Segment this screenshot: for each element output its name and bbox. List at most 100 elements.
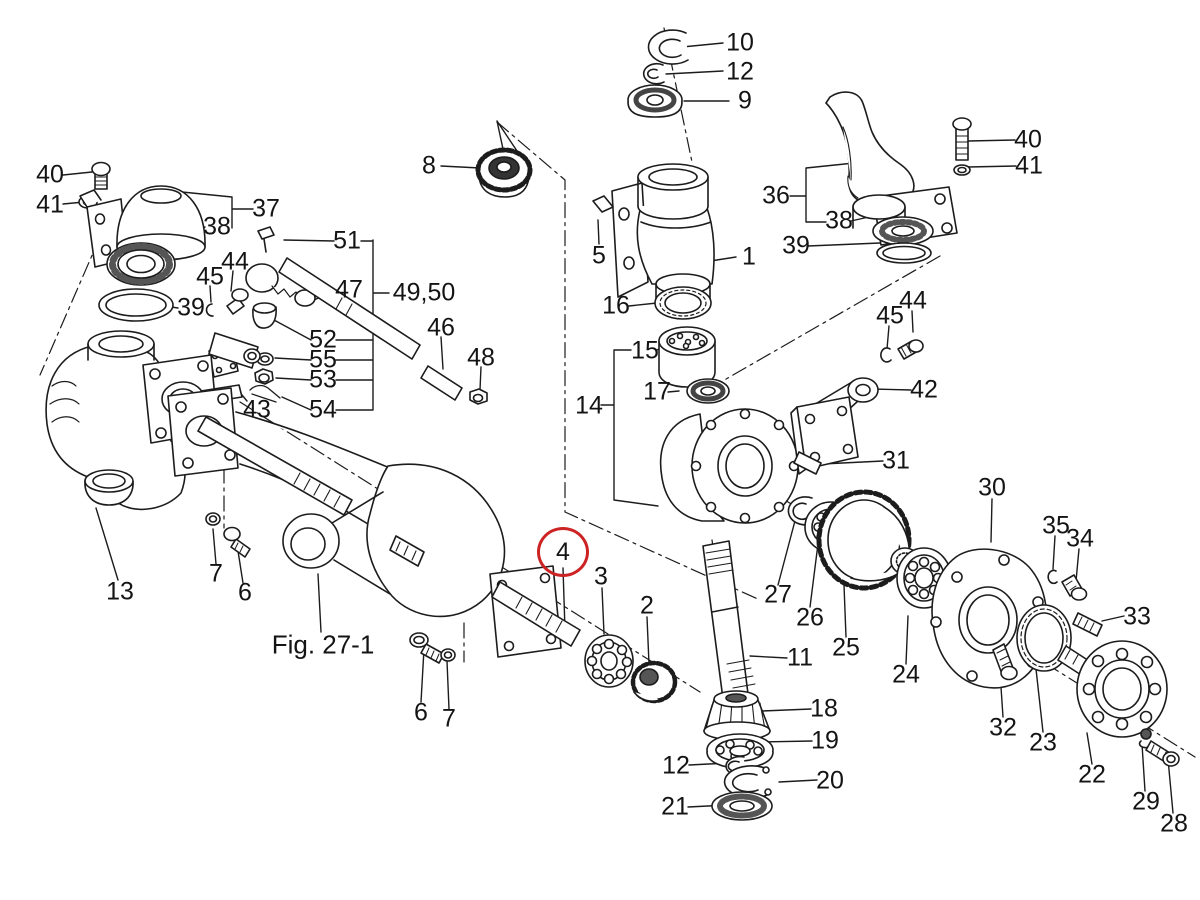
part-snap-ring-10	[647, 29, 689, 65]
part-housing-13	[45, 330, 243, 511]
part-washer-45-right	[880, 347, 892, 363]
callout-38: 38	[203, 212, 231, 241]
part-pin-5	[592, 195, 614, 213]
callout-12: 12	[662, 751, 690, 780]
callout-39: 39	[782, 231, 810, 260]
part-bolt-40-left	[91, 161, 111, 190]
callout-41: 41	[1015, 151, 1043, 180]
part-gear-8	[475, 147, 533, 198]
callout-37: 37	[252, 194, 280, 223]
part-bolt-28	[1145, 740, 1180, 767]
part-bearing-38-left	[106, 242, 176, 286]
callout-8: 8	[422, 151, 436, 180]
callout-45: 45	[876, 301, 904, 330]
callout-49-50: 49,50	[392, 278, 456, 307]
part-oring-39-left	[98, 288, 174, 322]
callout-35: 35	[1042, 511, 1070, 540]
callout-6: 6	[238, 578, 252, 607]
callout-45: 45	[196, 262, 224, 291]
callout-46: 46	[427, 313, 455, 342]
callout-40: 40	[1014, 125, 1042, 154]
part-pin-31	[793, 451, 822, 475]
callout-41: 41	[36, 190, 64, 219]
figure-label: Fig. 27-1	[271, 629, 375, 660]
part-washer-7-left	[205, 512, 221, 526]
callout-32: 32	[989, 713, 1017, 742]
callout-20: 20	[816, 766, 844, 795]
part-bolt-34	[1061, 574, 1088, 601]
callout-25: 25	[832, 633, 860, 662]
callout-2: 2	[640, 591, 654, 620]
callout-15: 15	[631, 336, 659, 365]
callout-11: 11	[787, 643, 813, 672]
part-seal-23	[1016, 604, 1072, 672]
callout-51: 51	[333, 226, 361, 255]
part-axle-shaft-4	[489, 565, 581, 658]
callout-19: 19	[811, 726, 839, 755]
callout-12: 12	[726, 57, 754, 86]
callout-53: 53	[309, 365, 337, 394]
part-tie-rod-assembly	[205, 226, 488, 405]
callout-21: 21	[661, 792, 689, 821]
callout-44: 44	[221, 247, 249, 276]
callout-14: 14	[575, 391, 603, 420]
part-bearing-9	[627, 84, 683, 118]
part-bearing-15	[658, 326, 716, 388]
callout-40: 40	[36, 160, 64, 189]
callout-47: 47	[335, 275, 363, 304]
callout-34: 34	[1066, 524, 1094, 553]
part-washer-12	[642, 62, 665, 85]
part-bolt-44-right	[897, 339, 924, 360]
callout-48: 48	[467, 343, 495, 372]
callout-24: 24	[892, 660, 920, 689]
callout-29: 29	[1132, 787, 1160, 816]
callout-38: 38	[825, 206, 853, 235]
callout-28: 28	[1160, 809, 1188, 838]
part-washer-7-lower	[440, 648, 456, 662]
callout-1: 1	[742, 242, 756, 271]
part-washer-41-right	[953, 164, 971, 176]
part-bolt-6-lower	[409, 632, 445, 664]
part-ring-16	[654, 286, 712, 320]
callout-33: 33	[1123, 602, 1151, 631]
part-bell-cover-37	[79, 185, 206, 268]
callout-30: 30	[978, 473, 1006, 502]
callout-27: 27	[764, 580, 792, 609]
callout-18: 18	[810, 694, 838, 723]
callout-54: 54	[309, 395, 337, 424]
callout-6: 6	[414, 698, 428, 727]
callout-5: 5	[592, 241, 606, 270]
callout-52: 52	[309, 325, 337, 354]
callout-31: 31	[882, 446, 910, 475]
callout-17: 17	[643, 377, 671, 406]
part-gear-2	[630, 660, 678, 704]
callout-44: 44	[899, 286, 927, 315]
callout-10: 10	[726, 28, 754, 57]
callout-16: 16	[602, 291, 630, 320]
part-bolt-6-left	[223, 526, 251, 558]
part-stud-33	[1072, 612, 1103, 637]
callout-22: 22	[1078, 760, 1106, 789]
callout-43: 43	[243, 395, 271, 424]
callout-7: 7	[442, 704, 456, 733]
callout-36: 36	[762, 181, 790, 210]
part-bearing-38-right	[872, 216, 934, 246]
callout-39: 39	[177, 293, 205, 322]
part-bolt-32	[992, 643, 1018, 681]
part-oring-39-right	[876, 242, 932, 264]
callout-3: 3	[594, 562, 608, 591]
part-axle-housing	[167, 387, 506, 618]
part-knuckle-housing-14	[659, 408, 800, 524]
callout-9: 9	[738, 86, 752, 115]
callout-7: 7	[209, 559, 223, 588]
callout-23: 23	[1029, 728, 1057, 757]
part-ring-20	[723, 765, 772, 799]
callout-55: 55	[309, 345, 337, 374]
part-hub-22	[1076, 640, 1168, 738]
part-gear-25	[816, 489, 920, 591]
leader-lines	[62, 42, 1174, 814]
part-cover-30	[930, 548, 1048, 689]
callout-42: 42	[910, 375, 938, 404]
